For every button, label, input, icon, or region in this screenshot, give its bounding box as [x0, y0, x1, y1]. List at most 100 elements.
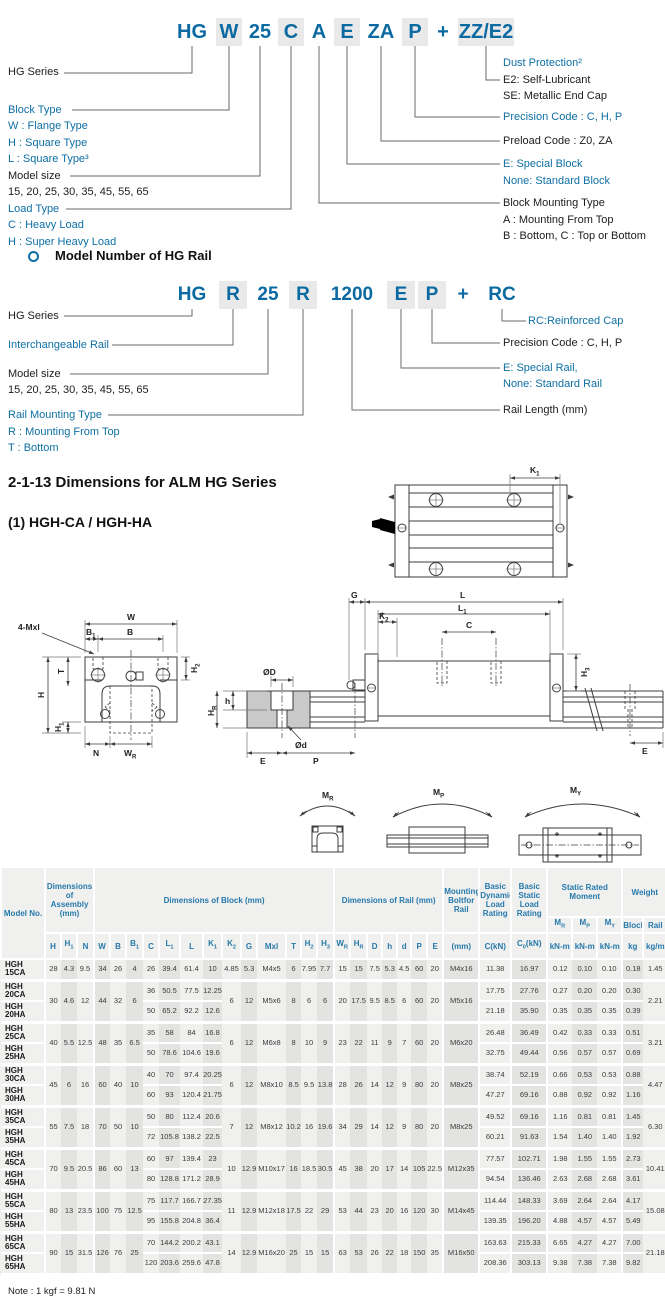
table-cell: 38.74 — [479, 1064, 513, 1086]
table-cell: 50 — [110, 1106, 127, 1150]
table-cell: 50 — [143, 1106, 160, 1128]
svg-text:T: T — [56, 668, 66, 674]
table-cell: 12.9 — [241, 1148, 258, 1192]
table-cell: 12.5 — [77, 1022, 96, 1066]
table-cell: 11 — [367, 1022, 383, 1066]
table-cell: 120.4 — [180, 1085, 204, 1108]
table-cell: 5.5 — [61, 1022, 77, 1066]
table-cell: 10 — [203, 959, 223, 982]
table-cell: 0.51 — [622, 1022, 644, 1044]
table-cell: 4.6 — [61, 980, 77, 1024]
table-cell: 0.57 — [572, 1043, 598, 1066]
model-no-cell: HGH 20HA — [1, 1001, 46, 1024]
table-cell: 6.30 — [643, 1106, 665, 1150]
table-cell: 7.00 — [622, 1232, 644, 1254]
table-cell: 12.6 — [203, 1001, 223, 1024]
table-cell: 29 — [317, 1190, 336, 1234]
table-cell: 0.69 — [622, 1043, 644, 1066]
diagram-label: W : Flange Type — [8, 120, 88, 132]
table-cell: 15 — [301, 1232, 318, 1276]
svg-text:P: P — [313, 756, 319, 766]
column-header: Block — [621, 916, 645, 934]
table-cell: 16 — [286, 1148, 302, 1192]
diagram-label: E2: Self-Lubricant — [503, 74, 591, 86]
diagram-label: None: Standard Rail — [503, 378, 603, 390]
table-cell: 23 — [203, 1148, 223, 1170]
table-cell: 94.54 — [479, 1169, 513, 1192]
table-cell: 20 — [367, 1148, 383, 1192]
table-cell: 15 — [61, 1232, 77, 1276]
table-cell: M8x12 — [257, 1106, 287, 1150]
svg-text:C: C — [466, 620, 472, 630]
svg-text:L1: L1 — [458, 603, 467, 616]
table-cell: 5.49 — [622, 1211, 644, 1234]
table-cell: 15 — [350, 959, 368, 982]
svg-text:4-Mxl: 4-Mxl — [18, 622, 40, 632]
table-cell: 26 — [350, 1064, 368, 1108]
table-cell: 0.53 — [572, 1064, 598, 1086]
diagram-label: H : Square Type — [8, 137, 88, 149]
table-cell: 1.54 — [547, 1127, 573, 1150]
table-cell: 136.46 — [511, 1169, 549, 1192]
table-cell: 4 — [126, 959, 144, 982]
column-header: h — [381, 932, 399, 960]
table-cell: 19.6 — [317, 1106, 336, 1150]
table-cell: 17 — [382, 1148, 398, 1192]
table-cell: 60 — [411, 959, 428, 982]
svg-text:H2: H2 — [189, 663, 202, 673]
column-header: L — [179, 932, 205, 960]
table-cell: 5.3 — [382, 959, 398, 982]
table-cell: 0.81 — [572, 1106, 598, 1128]
diagram-label: HG Series — [8, 66, 59, 78]
table-cell: 9.82 — [622, 1253, 644, 1276]
table-cell: 21.18 — [479, 1001, 513, 1024]
table-cell: 20.25 — [203, 1064, 223, 1086]
table-cell: 21.75 — [203, 1085, 223, 1108]
table-cell: 215.33 — [511, 1232, 549, 1254]
model-code-segment: HG — [177, 284, 207, 305]
moment-pitch-icon: MP — [386, 787, 493, 854]
column-header: Mounting Boltfor Rail — [442, 866, 481, 934]
table-cell: 15 — [334, 959, 351, 982]
table-cell: 18.5 — [301, 1148, 318, 1192]
table-cell: 104.6 — [180, 1043, 204, 1066]
table-cell: 1.40 — [597, 1127, 624, 1150]
table-cell: 120 — [143, 1253, 160, 1276]
table-cell: 9.5 — [367, 980, 383, 1024]
model-code-segment: P — [402, 18, 428, 46]
table-cell: 70 — [94, 1106, 111, 1150]
column-header: Dimensions of Assembly (mm) — [43, 866, 96, 934]
table-cell: 12 — [382, 1064, 398, 1108]
table-cell: 47.8 — [203, 1253, 223, 1276]
table-cell: 69.16 — [511, 1085, 549, 1108]
column-header: Basic Static Load Rating — [510, 866, 549, 934]
table-cell: 48 — [94, 1022, 111, 1066]
column-header: H3 — [316, 932, 336, 960]
table-cell: 203.6 — [159, 1253, 181, 1276]
svg-text:h: h — [225, 696, 230, 706]
svg-text:K1: K1 — [530, 465, 540, 478]
model-no-cell: HGH 65CA — [1, 1232, 46, 1254]
diagram-label: SE: Metallic End Cap — [503, 90, 607, 102]
column-header: H2 — [300, 932, 319, 960]
diagram-label: Rail Mounting Type — [8, 409, 102, 421]
diagram-label: Load Type — [8, 203, 60, 215]
table-cell: 2.73 — [622, 1148, 644, 1170]
model-no-cell: HGH 45CA — [1, 1148, 46, 1170]
table-cell: 80 — [411, 1106, 428, 1150]
table-cell: 7.38 — [572, 1253, 598, 1276]
table-cell: 61.4 — [180, 959, 204, 982]
table-cell: 166.7 — [180, 1190, 204, 1212]
svg-text:N: N — [93, 748, 99, 758]
table-cell: 45 — [45, 1064, 61, 1108]
table-cell: 2.68 — [597, 1169, 624, 1192]
column-header: T — [285, 932, 303, 960]
table-cell: 22 — [301, 1190, 318, 1234]
table-cell: 26 — [367, 1232, 383, 1276]
table-cell: 0.42 — [547, 1022, 573, 1044]
svg-text:H3: H3 — [579, 667, 592, 677]
table-cell: 8.5 — [382, 980, 398, 1024]
table-cell: 10 — [126, 1106, 144, 1150]
table-cell: M5x16 — [443, 980, 481, 1024]
table-cell: 138.2 — [180, 1127, 204, 1150]
